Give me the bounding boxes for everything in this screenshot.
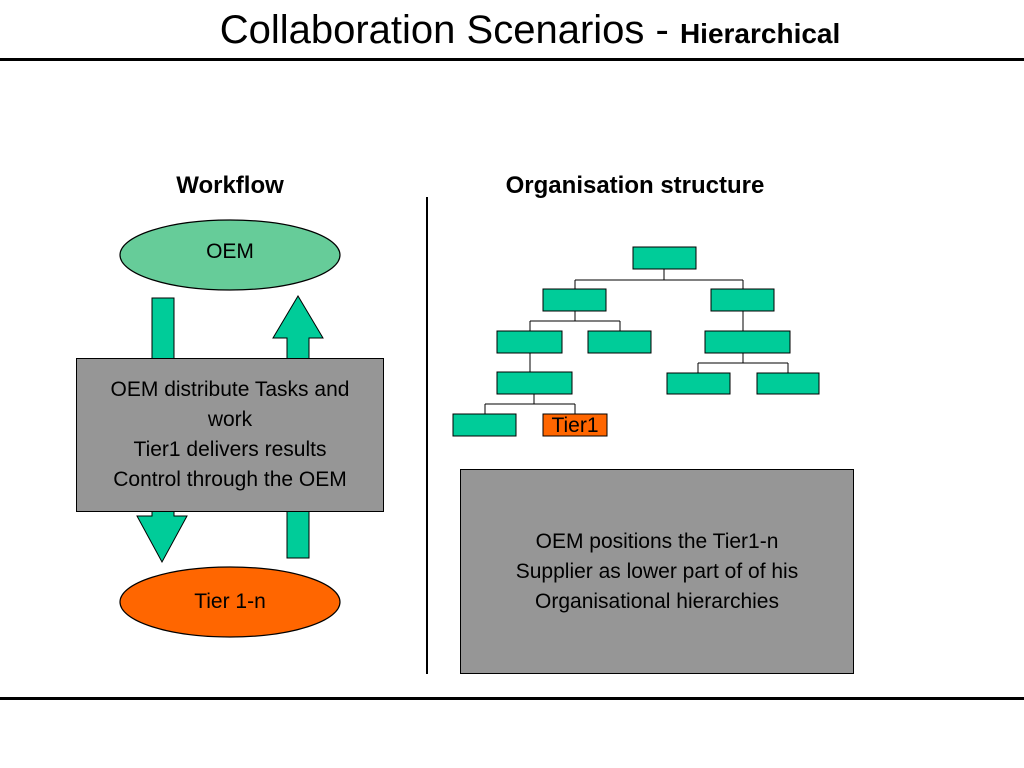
workflow-desc-line: Control through the OEM: [113, 468, 347, 491]
workflow-heading: Workflow: [176, 172, 284, 199]
org-desc-line: Supplier as lower part of of his: [515, 559, 799, 583]
oem-ellipse: [119, 219, 341, 291]
workflow-description-box: OEM distribute Tasks and work Tier1 deli…: [76, 358, 384, 512]
org-node-l1-right: [710, 288, 775, 312]
workflow-desc-line: work: [207, 408, 253, 431]
title-main: Collaboration Scenarios -: [219, 8, 680, 52]
workflow-desc-line: Tier1 delivers results: [133, 438, 327, 461]
org-desc-line: Organisational hierarchies: [535, 589, 779, 613]
oem-label: OEM: [206, 240, 254, 263]
bottom-rule: [0, 697, 1024, 700]
org-node-l2-b: [587, 330, 652, 354]
org-node-l3-a: [496, 371, 573, 395]
workflow-desc-line: OEM distribute Tasks and: [110, 378, 350, 401]
organisation-heading: Organisation structure: [505, 172, 765, 199]
organisation-description-box: OEM positions the Tier1-n Supplier as lo…: [460, 469, 854, 674]
org-node-l2-c: [704, 330, 791, 354]
slide-title: Collaboration Scenarios - Hierarchical: [0, 8, 1024, 53]
tier1-node-label: Tier1: [551, 414, 599, 437]
tier-ellipse: [119, 566, 341, 638]
org-node-l4-a: [452, 413, 517, 437]
org-node-l1-left: [542, 288, 607, 312]
org-connectors: [484, 269, 789, 414]
org-node-l3-c: [756, 372, 820, 395]
section-divider: [426, 197, 428, 674]
org-node-l3-b: [666, 372, 731, 395]
org-node-tier1: [542, 413, 608, 437]
org-node-l2-a: [496, 330, 563, 354]
top-rule: [0, 58, 1024, 61]
title-sub: Hierarchical: [679, 18, 841, 49]
org-node-root: [632, 246, 697, 270]
org-desc-line: OEM positions the Tier1-n: [535, 529, 779, 553]
tier-label: Tier 1-n: [194, 590, 266, 613]
